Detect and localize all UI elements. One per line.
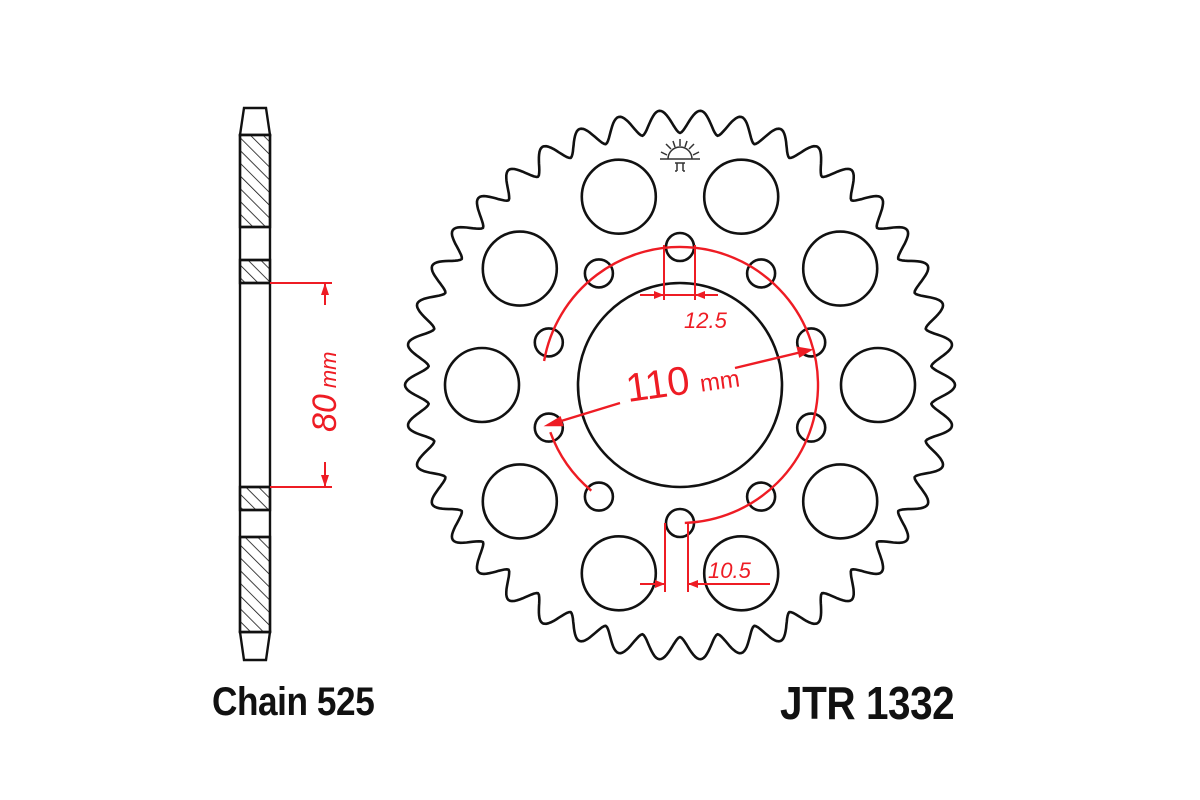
bolt-hole <box>795 412 827 443</box>
lightening-hole <box>580 534 658 612</box>
bolt-hole <box>533 412 565 443</box>
centre-bore <box>576 281 784 489</box>
bolt-hole <box>745 258 777 289</box>
bolt-hole <box>583 481 615 512</box>
chain-size-label: Chain 525 <box>212 680 375 724</box>
lightening-hole <box>702 534 780 612</box>
side-view <box>238 106 272 662</box>
bolt-hole <box>533 327 565 358</box>
lightening-hole <box>839 346 917 424</box>
hub-dim-value: 80mm <box>306 352 344 432</box>
top-hole-dim-value: 12.5 <box>684 308 728 333</box>
lightening-hole <box>801 463 879 540</box>
bolt-hole <box>583 258 615 289</box>
bottom-hole-dim-value: 10.5 <box>708 558 752 583</box>
hub-dimension <box>270 282 332 488</box>
lightening-hole <box>801 230 879 307</box>
jt-sun-logo-icon <box>660 139 700 172</box>
part-number-label: JTR 1332 <box>780 677 955 729</box>
bolt-hole <box>795 327 827 358</box>
lightening-hole <box>443 346 521 424</box>
lightening-hole <box>481 230 559 307</box>
lightening-hole <box>702 158 780 235</box>
pcd-dimension <box>542 245 820 525</box>
lightening-hole <box>580 158 658 235</box>
bolt-hole <box>745 481 777 512</box>
sprocket-teeth-outline <box>403 109 957 661</box>
top-hole-dimension <box>640 245 718 300</box>
bottom-hole-dimension <box>640 523 770 592</box>
lightening-hole <box>481 463 559 540</box>
